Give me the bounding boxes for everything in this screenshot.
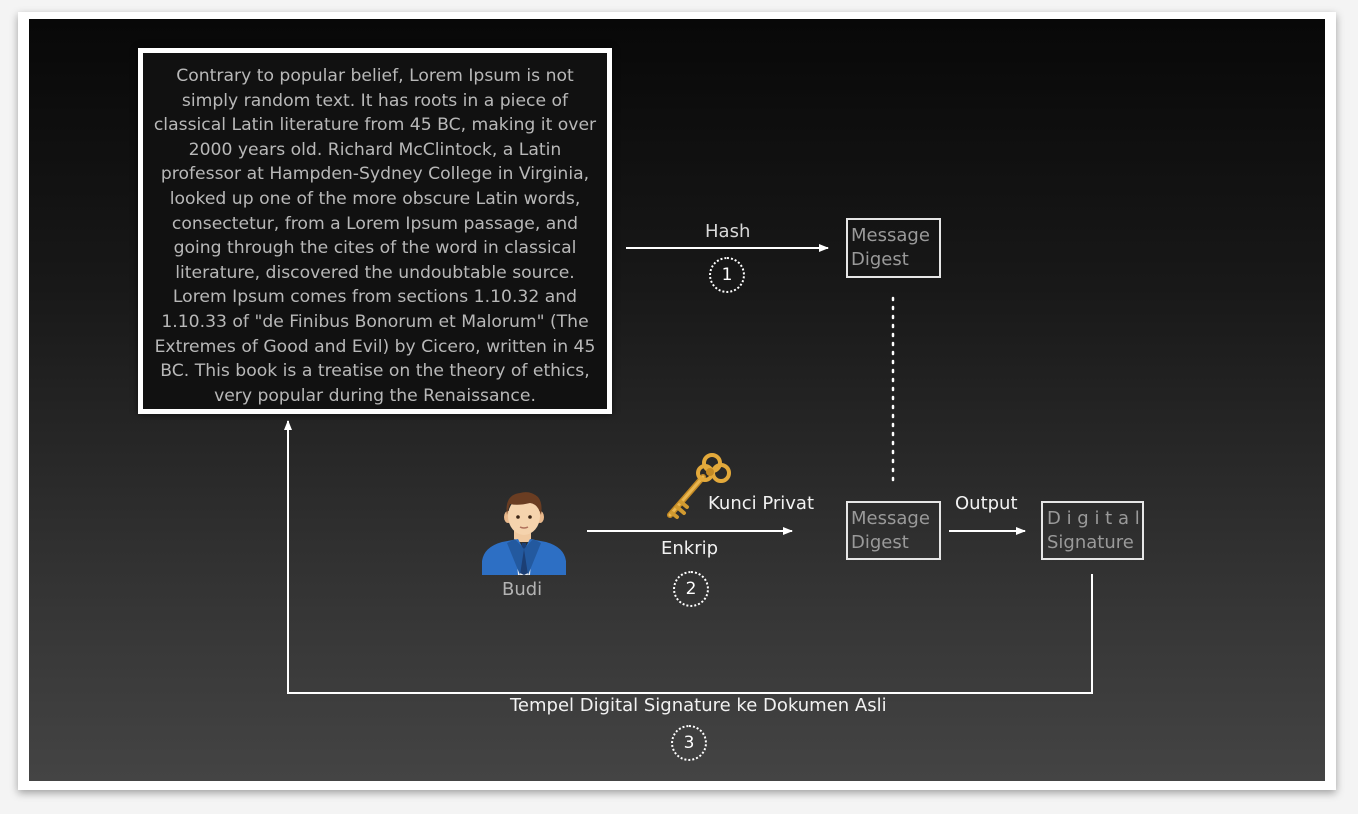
person-avatar-icon (482, 492, 566, 575)
message-digest-bottom-line1: Message (851, 508, 930, 529)
user-name: Budi (502, 579, 543, 600)
message-digest-top-line1: Message (851, 225, 930, 246)
message-digest-bottom-line2: Digest (851, 532, 909, 553)
digital-signature-box: D i g i t a l Signature (1041, 501, 1144, 560)
encrypt-label: Enkrip (661, 538, 719, 559)
message-digest-top-line2: Digest (851, 249, 909, 270)
document-text: Contrary to popular belief, Lorem Ipsum … (153, 66, 597, 406)
step-3-badge: 3 (671, 725, 707, 761)
diagram-slide: Contrary to popular belief, Lorem Ipsum … (29, 19, 1325, 781)
digital-signature-line1: D i g i t a l (1047, 508, 1140, 529)
digital-signature-line2: Signature (1047, 532, 1134, 553)
original-document: Contrary to popular belief, Lorem Ipsum … (138, 48, 612, 414)
private-key-label: Kunci Privat (708, 493, 815, 514)
connector-lines (284, 244, 1093, 694)
message-digest-box-bottom: Message Digest (846, 501, 941, 560)
golden-key-icon (667, 453, 731, 519)
step-1-badge: 1 (709, 257, 745, 293)
hash-label: Hash (705, 221, 751, 242)
message-digest-box-top: Message Digest (846, 218, 941, 278)
attach-signature-label: Tempel Digital Signature ke Dokumen Asli (510, 695, 887, 716)
output-label: Output (955, 493, 1018, 514)
step-2-badge: 2 (673, 571, 709, 607)
attach-signature-arrow (284, 420, 1093, 694)
